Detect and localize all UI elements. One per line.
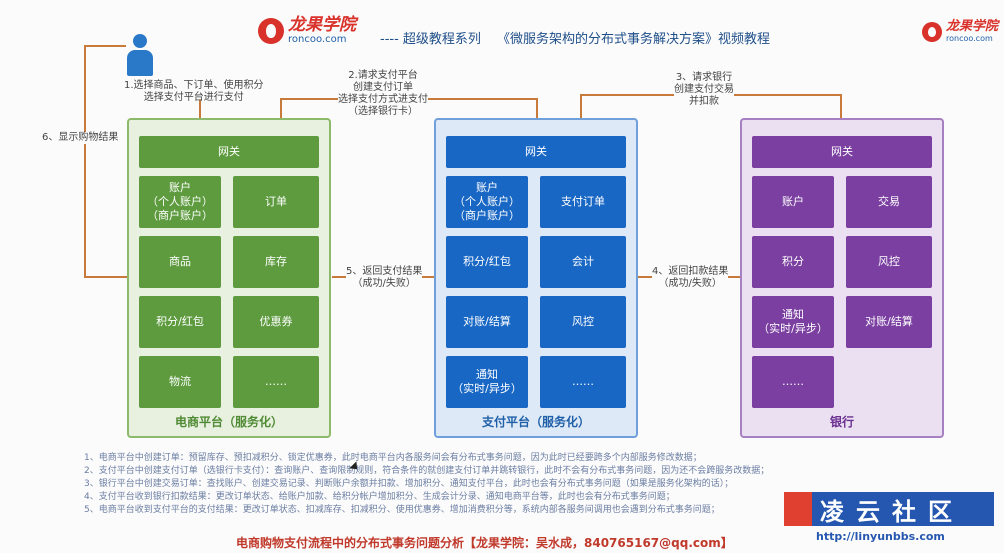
header-title: ---- 超级教程系列 《微服务架构的分布式事务解决方案》视频教程 [380,32,771,47]
ecommerce-inventory: 库存 [233,236,319,288]
step-4-note: 4、返回扣款结果 （成功/失败） [652,266,729,290]
bank-reconciliation: 对账/结算 [846,296,932,348]
roncoo-logo: 龙果学院 roncoo.com [258,16,356,45]
payment-order: 支付订单 [540,176,626,228]
payment-panel-title: 支付平台（服务化） [481,415,590,429]
payment-panel: 网关 账户 （个人账户） （商户账户） 支付订单 积分/红包 会计 对账/结算 … [434,118,638,438]
note-1: 1、电商平台中创建订单：预留库存、预扣减积分、锁定优惠券，此时电商平台内各服务间… [84,453,702,463]
flow-line-6-top [84,45,126,47]
payment-gateway: 网关 [446,136,626,168]
roncoo-logo-small-icon [922,21,942,42]
ecommerce-more: …… [233,356,319,408]
step-1-note: 1.选择商品、下订单、使用积分 选择支付平台进行支付 [124,80,264,103]
flow-line-6-bottom [84,276,128,278]
ecommerce-account: 账户 （个人账户） （商户账户） [139,176,221,228]
bank-panel: 网关 账户 交易 积分 风控 通知 （实时/异步） 对账/结算 …… 银行 [740,118,944,438]
step-2-note: 2.请求支付平台 创建支付订单 选择支付方式进支付 （选择银行卡） [338,70,428,118]
payment-reconciliation: 对账/结算 [446,296,528,348]
bank-risk: 风控 [846,236,932,288]
bank-panel-title: 银行 [829,415,854,429]
payment-account: 账户 （个人账户） （商户账户） [446,176,528,228]
note-2: 2、支付平台中创建支付订单（选银行卡支付）：查询账户、查询限制规则，符合条件的就… [84,466,770,476]
user-icon [126,34,154,76]
bank-more: …… [752,356,834,408]
step-3-note: 3、请求银行 创建支付交易 并扣款 [674,72,734,108]
note-3: 3、银行平台中创建交易订单：查找账户、创建交易记录、判断账户余额并扣款、增加积分… [84,479,734,489]
flow-line-1 [199,100,201,118]
footer-title: 电商购物支付流程中的分布式事务问题分析【龙果学院：吴水成，840765167@q… [236,536,733,550]
note-4: 4、支付平台收到银行扣款结果：更改订单状态、给账户加款、给积分帐户增加积分、生成… [84,492,675,502]
watermark-badge: 凌云社区 [784,492,994,526]
ecommerce-panel: 网关 账户 （个人账户） （商户账户） 订单 商品 库存 积分/红包 优惠券 物… [127,118,331,438]
step-6-note: 6、显示购物结果 [42,132,119,144]
note-5: 5、电商平台收到支付平台的支付结果：更改订单状态、扣减库存、扣减积分、使用优惠券… [84,505,720,515]
payment-notify: 通知 （实时/异步） [446,356,528,408]
watermark-url: http://linyunbbs.com [816,530,945,543]
payment-more: …… [540,356,626,408]
ecommerce-product: 商品 [139,236,221,288]
bank-notify: 通知 （实时/异步） [752,296,834,348]
payment-accounting: 会计 [540,236,626,288]
ecommerce-logistics: 物流 [139,356,221,408]
payment-points: 积分/红包 [446,236,528,288]
ecommerce-gateway: 网关 [139,136,319,168]
flow-line-2c [536,98,538,118]
analysis-notes: 1、电商平台中创建订单：预留库存、预扣减积分、锁定优惠券，此时电商平台内各服务间… [84,452,914,517]
bank-gateway: 网关 [752,136,932,168]
bank-transaction: 交易 [846,176,932,228]
flow-line-6 [84,45,86,277]
bank-account: 账户 [752,176,834,228]
bank-points: 积分 [752,236,834,288]
flow-line-3a [580,94,582,118]
ecommerce-panel-title: 电商平台（服务化） [174,415,283,429]
flow-line-3c [840,94,842,118]
ecommerce-coupon: 优惠券 [233,296,319,348]
ecommerce-points: 积分/红包 [139,296,221,348]
step-5-note: 5、返回支付结果 （成功/失败） [346,266,423,290]
flow-line-2a [280,98,282,118]
payment-risk: 风控 [540,296,626,348]
watermark-logo-icon [784,492,812,526]
ecommerce-order: 订单 [233,176,319,228]
roncoo-logo-small: 龙果学院 roncoo.com [922,20,998,43]
roncoo-logo-icon [258,17,284,44]
